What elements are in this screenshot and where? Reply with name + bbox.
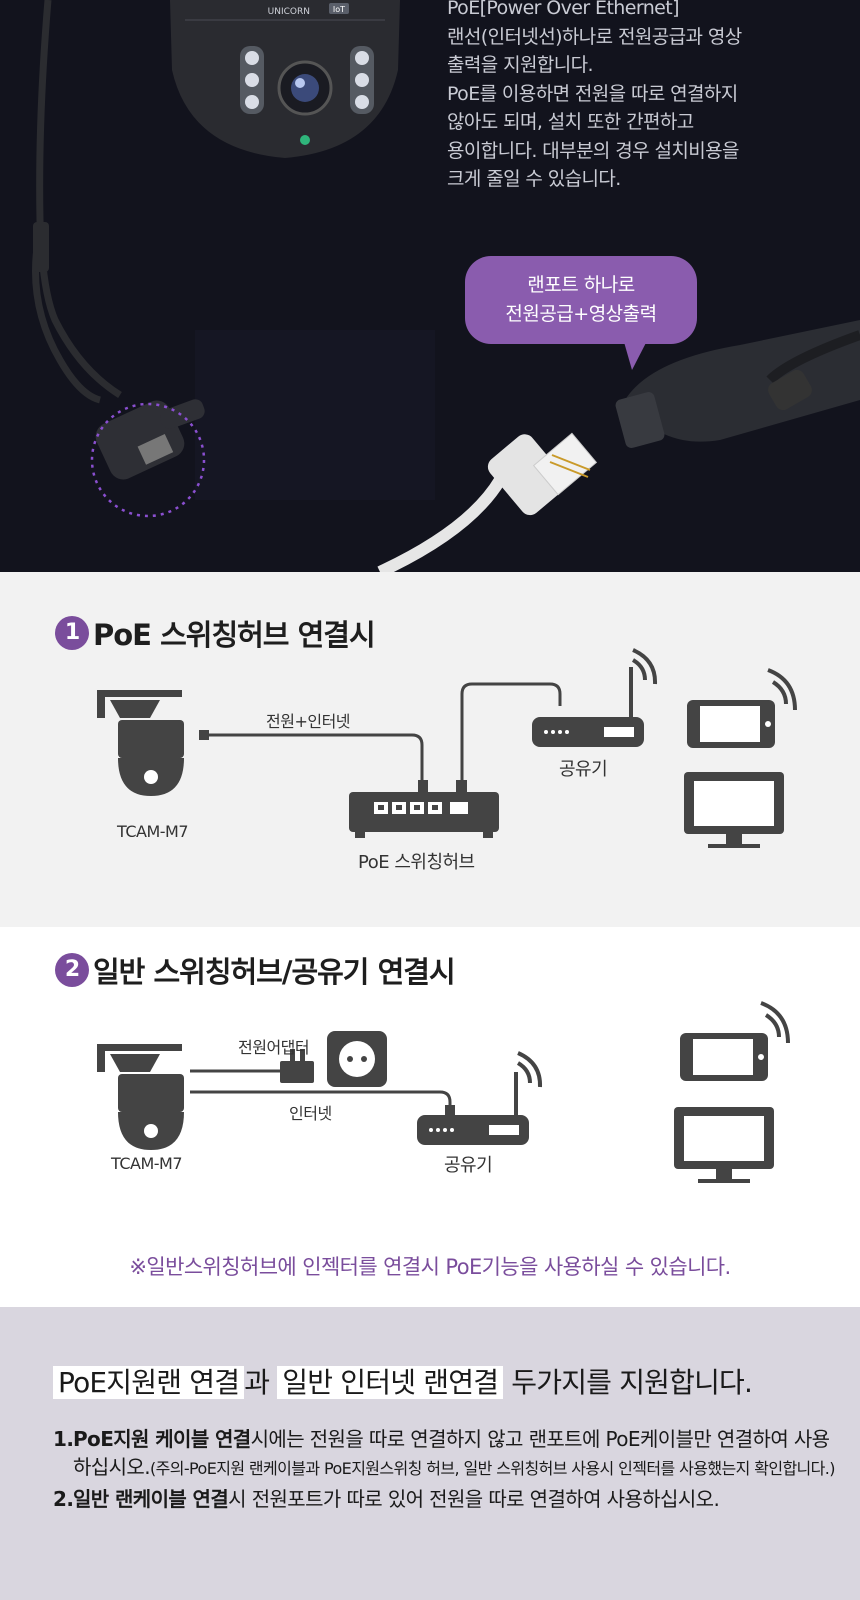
hero-shadow [195,330,435,500]
hero-line: 용이합니다. 대부분의 경우 설치비용을 [447,139,739,162]
monitor-icon [684,772,784,848]
hero-line: 랜선(인터넷선)하나로 전원공급과 영상 [447,25,742,48]
router-label: 공유기 [444,1155,493,1176]
list-item: 2. 일반 랜케이블 연결시 전원포트가 따로 있어 전원을 따로 연결하여 사… [53,1485,843,1513]
poe-hub-diagram [97,648,797,848]
list-item: 1. PoE지원 케이블 연결시에는 전원을 따로 연결하지 않고 랜포트에 P… [53,1425,843,1481]
hero-line: PoE를 이용하면 전원을 따로 연결하지 [447,82,738,105]
internet-label: 인터넷 [289,1104,332,1123]
adapter-label: 전원어댑터 [238,1038,310,1057]
network-cable [460,682,562,782]
section-title: 1 PoE 스위칭허브 연결시 [55,612,376,654]
hero-line: 크게 줄일 수 있습니다. [447,168,621,190]
router-icon [532,648,658,747]
list-number: 1. [53,1427,74,1451]
hero-line: 않아도 되며, 설치 또한 간편하고 [447,111,694,133]
section-title-text: PoE 스위칭허브 연결시 [93,618,376,652]
cable-plug [199,730,209,740]
hero-description: PoE[Power Over Ethernet] 랜선(인터넷선)하나로 전원공… [447,0,847,194]
camera-brand-badge: IoT [333,5,345,14]
normal-hub-diagram [97,1001,790,1183]
hub-label: PoE 스위칭허브 [358,852,475,873]
highlight-ring [90,402,206,518]
hero-illustration: UNICORN IoT [32,0,860,572]
camera-lan-port-icon [95,399,205,480]
ptz-camera-icon [97,1044,184,1150]
smartphone-icon [687,668,797,748]
headline-highlight: PoE지원랜 연결 [53,1366,245,1399]
smartphone-icon [680,1001,790,1081]
monitor-icon [674,1107,774,1183]
speech-bubble: 랜포트 하나로 전원공급+영상출력 [465,256,697,344]
camera-model-label: TCAM-M7 [117,822,189,841]
poe-switching-hub-icon [349,792,499,838]
lan-cable [377,476,506,572]
headline-text: 과 [244,1366,278,1399]
router-label: 공유기 [559,759,608,780]
headline-highlight: 일반 인터넷 랜연결 [277,1366,504,1399]
list-item-bold: PoE지원 케이블 연결 [73,1427,251,1451]
headline-text: 두가지를 지원합니다. [503,1366,753,1399]
power-outlet-icon [327,1031,387,1087]
camera-brand-text: UNICORN [268,7,310,17]
instruction-list: 1. PoE지원 케이블 연결시에는 전원을 따로 연결하지 않고 랜포트에 P… [53,1425,843,1517]
injector-note: ※일반스위칭허브에 인젝터를 연결시 PoE기능을 사용하실 수 있습니다. [129,1255,731,1279]
bubble-line: 랜포트 하나로 [527,274,635,296]
camera-dome-icon [170,0,400,158]
section-number-badge: 1 [55,616,89,650]
router-icon [417,1051,543,1145]
section-normal-hub: 2 일반 스위칭허브/공유기 연결시 [0,927,860,1307]
list-number: 2. [53,1487,74,1511]
camera-model-label: TCAM-M7 [111,1154,183,1173]
poe-connector-icon [615,320,860,448]
bubble-line: 전원공급+영상출력 [505,303,657,325]
section-poe-hub: 1 PoE 스위칭허브 연결시 [0,572,860,927]
hero-line: PoE[Power Over Ethernet] [447,0,680,19]
ptz-camera-icon [97,690,184,796]
list-item-text: 시에는 전원을 따로 연결하지 않고 랜포트에 PoE케이블만 연결하여 사용하… [73,1427,830,1479]
rj45-plug-icon [487,432,598,516]
hero-banner: UNICORN IoT PoE[Power Over E [0,0,860,572]
list-item-note: (주의-PoE지원 랜케이블과 PoE지원스위칭 허브, 일반 스위칭허브 사용… [149,1459,836,1478]
section-title: 2 일반 스위칭허브/공유기 연결시 [55,949,456,991]
hero-line: 출력을 지원합니다. [447,54,594,76]
list-item-text: 시 전원포트가 따로 있어 전원을 따로 연결하여 사용하십시오. [228,1487,720,1511]
poe-cable [209,733,424,782]
cable-label: 전원+인터넷 [266,712,351,731]
list-item-bold: 일반 랜케이블 연결 [73,1487,229,1511]
section-title-text: 일반 스위칭허브/공유기 연결시 [93,955,456,989]
internet-cable [190,1090,452,1111]
power-adapter-icon [280,1049,314,1083]
section-number-badge: 2 [55,953,89,987]
